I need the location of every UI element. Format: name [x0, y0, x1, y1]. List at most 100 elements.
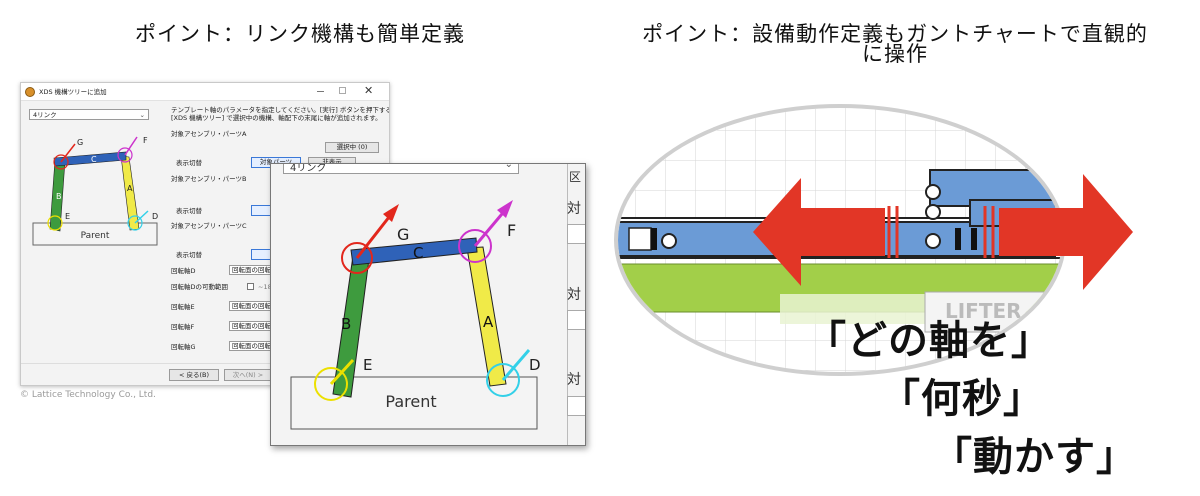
joint-label-e: E: [65, 212, 70, 221]
dialog-title: XDS 機構ツリーに追加: [39, 88, 107, 96]
joint-d-arrow: [134, 210, 149, 224]
zoom-joint-d-arrow: [501, 349, 531, 381]
zoom-edge-box-2: [567, 310, 585, 330]
marker-dot-3: [925, 204, 941, 220]
chevron-down-icon: ⌄: [139, 111, 145, 119]
marker-dot-1: [661, 233, 677, 249]
description-line2: [XDS 機構ツリー] で選択中の機構、軸配下の末尾に軸が追加されます。: [171, 114, 382, 122]
zoom-link-label-a: A: [483, 313, 494, 331]
joint-f-circle: [117, 147, 133, 163]
zoom-joint-g-arrow: [355, 211, 395, 259]
form-label-target-c: 対象アセンブリ・パーツC: [171, 222, 247, 230]
callout-line-how-many-seconds: 「何秒」: [880, 376, 1044, 422]
copyright: © Lattice Technology Co., Ltd.: [20, 390, 156, 400]
zoom-edge-glyph-4: 対: [567, 372, 581, 388]
base-label: Parent: [81, 231, 110, 241]
zoom-combo-value: 4リンク: [290, 163, 327, 174]
zoom-joint-label-g: G: [397, 225, 409, 244]
axis-f-combo[interactable]: 回転面の回転: [229, 321, 271, 331]
zoom-joint-e-circle: [314, 367, 348, 401]
zoom-joint-label-f: F: [507, 221, 516, 240]
joint-g-arrow: [60, 143, 76, 163]
link-label-a: A: [127, 184, 133, 193]
headline-right-line1: ポイント：設備動作定義もガントチャートで直観的: [642, 22, 1148, 46]
template-combo-value: 4リンク: [33, 111, 57, 119]
zoom-link-label-c: C: [413, 244, 423, 262]
zoom-link-label-b: B: [341, 315, 351, 333]
headline-right-line2: に操作: [862, 42, 928, 66]
base-plate: [32, 222, 158, 246]
form-label-axis-e: 回転軸E: [171, 303, 195, 311]
axis-d-combo[interactable]: 回転面の回転: [229, 265, 271, 275]
zoom-joint-label-d: D: [529, 356, 541, 374]
joint-f-arrow: [124, 136, 138, 156]
zoom-template-combo[interactable]: 4リンク ⌄: [283, 163, 519, 174]
callout-line-which-axis: 「どの軸を」: [806, 318, 1052, 364]
gantt-magnifier: LIFTER: [614, 104, 1133, 376]
zoom-joint-label-e: E: [363, 356, 372, 374]
maximize-icon[interactable]: [339, 87, 346, 94]
zoom-joint-e-arrow: [329, 358, 355, 386]
zoom-edge-glyph-3: 対: [567, 287, 581, 303]
marker-dot-2: [925, 233, 941, 249]
linkage-diagram-large: Parent G F C B A E D: [290, 200, 541, 430]
link-label-b: B: [56, 192, 62, 201]
close-icon[interactable]: ✕: [364, 84, 374, 97]
left-arrow-icon: [753, 178, 885, 286]
zoom-edge-box-1: [567, 224, 585, 244]
link-c: [53, 151, 127, 167]
form-label-axis-d: 回転軸D: [171, 267, 196, 275]
form-label-toggle-1: 表示切替: [176, 159, 202, 167]
marker-bar-2: [955, 228, 961, 250]
app-icon: [25, 87, 35, 97]
form-label-axis-g: 回転軸G: [171, 343, 196, 351]
axis-d-range-checkbox[interactable]: [247, 283, 254, 290]
zoom-joint-f-circle: [458, 229, 492, 263]
zoom-chevron-down-icon: ⌄: [504, 163, 513, 170]
right-arrow-icon: [999, 174, 1133, 290]
axis-d-range-value: ~180: [258, 283, 276, 291]
back-button[interactable]: < 戻る(B): [169, 369, 219, 381]
zoom-joint-g-arrowhead: [383, 204, 399, 222]
zoom-edge-box-3: [567, 396, 585, 416]
minimize-icon[interactable]: [317, 91, 324, 92]
zoom-base-label: Parent: [385, 392, 436, 411]
link-label-c: C: [91, 155, 97, 164]
zoom-link-c: [350, 237, 478, 266]
zoom-joint-f-arrowhead: [497, 200, 513, 218]
joint-d-circle: [127, 215, 143, 231]
headline-left: ポイント：リンク機構も簡単定義: [135, 22, 465, 46]
zoom-scroll-edge: [567, 164, 568, 445]
description-line1: テンプレート軸のパラメータを指定してください。[実行] ボタンを押下すると: [171, 106, 390, 114]
joint-label-g: G: [77, 138, 83, 147]
marker-bar-1: [651, 228, 657, 250]
marker-dot-4: [925, 184, 941, 200]
zoom-joint-g-circle: [341, 242, 373, 274]
form-label-toggle-2: 表示切替: [176, 207, 202, 215]
zoom-link-a: [466, 246, 507, 387]
next-button[interactable]: 次へ(N) >: [224, 369, 272, 381]
joint-e-circle: [47, 215, 63, 231]
form-label-axis-f: 回転軸F: [171, 323, 195, 331]
callout-line-move: 「動かす」: [932, 434, 1137, 480]
form-label-target-b: 対象アセンブリ・パーツB: [171, 175, 247, 183]
joint-label-f: F: [143, 136, 148, 145]
axis-g-combo[interactable]: 回転面の回転: [229, 341, 271, 351]
footer-divider: [21, 363, 389, 364]
form-label-toggle-3: 表示切替: [176, 251, 202, 259]
zoomed-dialog-view: 4リンク ⌄ 区 対 対 対 Parent G F C B A E D: [270, 163, 586, 446]
marker-box-1: [628, 227, 652, 251]
zoom-edge-glyph-2: 対: [567, 201, 581, 217]
linkage-diagram-small: Parent G F C B A E D: [32, 136, 158, 246]
select-count-button[interactable]: 選択中 (0): [325, 142, 379, 153]
axis-e-combo[interactable]: 回転面の回転: [229, 301, 271, 311]
zoom-joint-d-circle: [486, 363, 520, 397]
dialog-titlebar: XDS 機構ツリーに追加 ✕: [21, 83, 389, 101]
joint-label-d: D: [152, 212, 158, 221]
joint-g-circle: [53, 154, 69, 170]
template-combo[interactable]: 4リンク ⌄: [29, 109, 149, 120]
marker-bar-3: [971, 228, 977, 250]
gantt-label-text: LIFTER: [945, 299, 1022, 323]
form-label-target-a: 対象アセンブリ・パーツA: [171, 130, 247, 138]
form-label-axis-d-range: 回転軸Dの可動範囲: [171, 283, 229, 291]
